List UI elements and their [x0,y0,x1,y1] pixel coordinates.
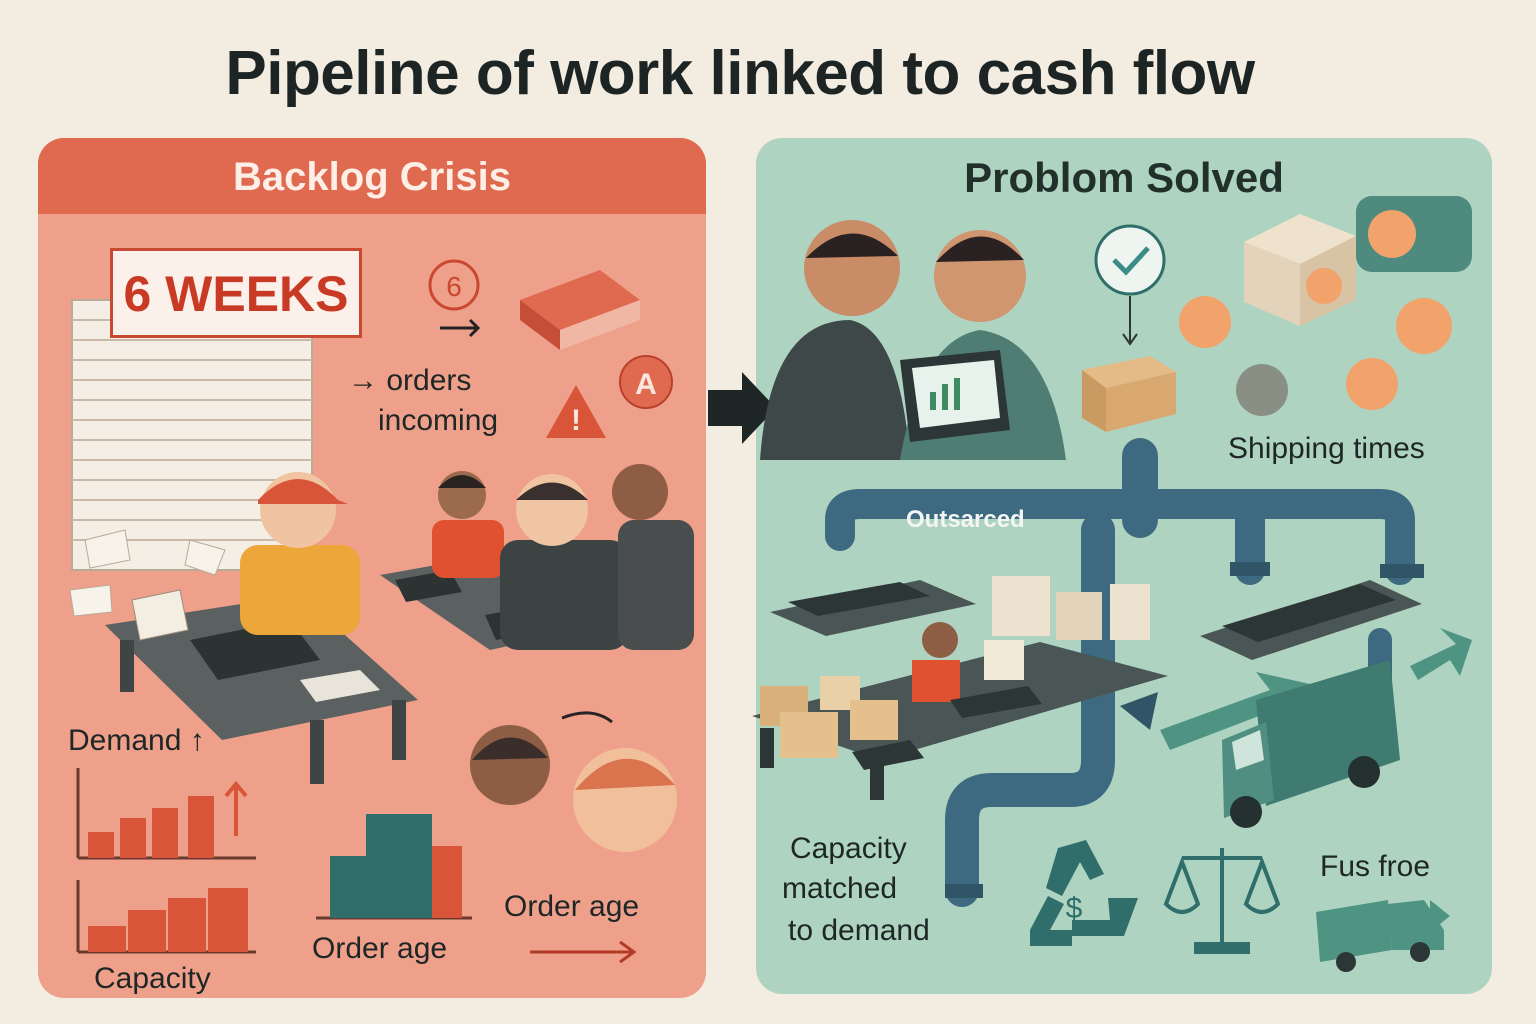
order-age-label-arrow: Order age [504,890,640,923]
capacity-matched-line2: matched [782,872,898,905]
demand-bar [188,796,214,858]
problem-solved-header: Problom Solved [964,154,1284,201]
neutral-face-icon [1236,364,1288,416]
circle-six-text: 6 [446,271,462,302]
order-age-arrow-icon [530,940,637,964]
capacity-matched-line3: to demand [788,914,930,947]
demand-bar [120,818,146,858]
page-title: Pipeline of work linked to cash flow [225,39,1255,108]
capacity-chart [76,880,256,954]
capacity-matched-line1: Capacity [790,832,907,865]
dollar-sign: $ [1066,892,1083,925]
order-age-chart [316,814,472,920]
orders-incoming-line2: incoming [378,404,499,437]
inbox-tray-icon [520,270,640,350]
capacity-bar [128,910,166,952]
order-age-bar [366,814,402,918]
customer-box-teal-icon [1356,196,1472,272]
package-box-icon [1082,356,1176,432]
flow-arrow-icon [1160,672,1310,750]
order-age-bar [432,846,462,918]
worker-dark-shirt-icon [500,474,628,650]
pipe-joint-icon [1230,562,1270,576]
consultants-icon [760,220,1066,460]
svg-text:!: ! [571,404,581,437]
recycle-money-icon [1030,840,1138,946]
balance-scale-icon [1163,848,1281,954]
circle-a-icon [619,355,673,409]
happy-face-icon [1179,296,1231,348]
worried-faces-icon [470,711,677,852]
happy-face-icon [1396,298,1452,354]
circle-a-text: A [635,368,657,401]
outsourced-workshop-icon [752,576,1168,800]
capacity-label: Capacity [94,962,211,995]
order-age-bar [402,814,432,918]
pipe-joint-icon [1380,564,1424,578]
warning-icon [546,385,606,438]
happy-face-icon [1346,358,1398,410]
up-arrow-icon [224,780,248,836]
flow-arrow-icon [1410,628,1472,680]
order-age-bar [330,856,366,918]
backlog-crisis-header: Backlog Crisis [38,138,706,214]
capacity-bar [88,926,126,952]
demand-bar [88,832,114,858]
outsourced-pipe-icon [825,438,1415,907]
order-age-label: Order age [312,932,448,965]
worker-orange-cap-icon [240,472,360,635]
orders-incoming-line1: → orders [348,364,472,397]
capacity-bar [168,898,206,952]
small-arrow-icon [440,318,481,338]
worker-red-shirt-icon [432,471,504,578]
fuss-free-label: Fus froe [1320,850,1431,883]
small-truck-icon [1316,900,1450,972]
keyboard-platform-icon [1200,580,1422,660]
six-weeks-badge: 6 WEEKS [110,248,362,338]
demand-chart [76,768,256,860]
circle-six-icon [428,259,480,311]
worker-background-icon [612,464,694,650]
flow-arrow-icon [1120,692,1158,730]
pipe-joint-icon [945,884,983,898]
checkmark-icon [1094,224,1166,296]
capacity-bar [208,888,248,952]
outsourced-pipe-label: Outsarced [906,506,1025,533]
delivery-truck-icon [1222,660,1400,828]
demand-label: Demand ↑ [68,724,205,757]
customer-box-icon [1244,214,1356,326]
transition-arrow-icon [708,372,776,444]
shipping-times-label: Shipping times [1228,432,1425,465]
demand-bar [152,808,178,858]
